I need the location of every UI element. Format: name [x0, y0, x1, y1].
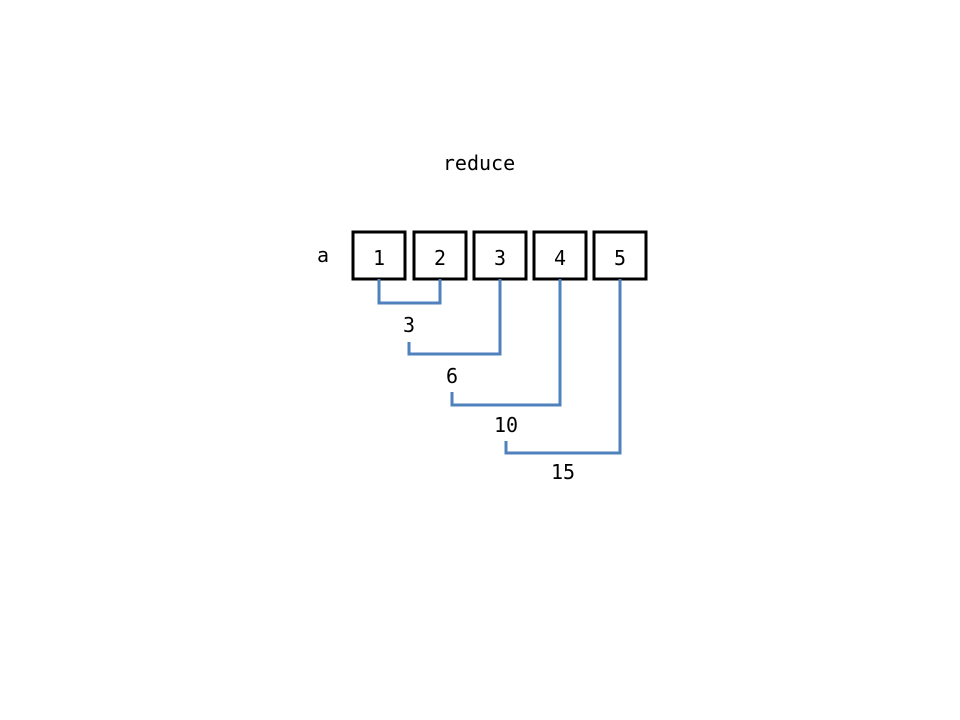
array-cell: 2 — [412, 230, 468, 281]
array-cell: 4 — [532, 230, 588, 281]
diagram-title: reduce — [443, 151, 515, 175]
array-cell: 3 — [472, 230, 528, 281]
partial-sum: 3 — [403, 313, 415, 337]
array-cell-value: 5 — [614, 246, 626, 270]
array-cell-value: 1 — [373, 246, 385, 270]
array-cells: 1 2 3 4 5 — [351, 230, 648, 281]
array-cell: 5 — [592, 230, 648, 281]
array-cell-value: 2 — [434, 246, 446, 270]
array-cell: 1 — [351, 230, 407, 281]
partial-sum: 6 — [446, 364, 458, 388]
array-cell-box — [532, 230, 588, 281]
array-cell-value: 3 — [494, 246, 506, 270]
connector-3-3 — [407, 279, 502, 356]
partial-sum: 10 — [494, 413, 518, 437]
partial-sum: 15 — [551, 460, 575, 484]
array-cell-value: 4 — [554, 246, 566, 270]
connector-6-4 — [450, 279, 562, 407]
connector-1-2 — [377, 279, 442, 305]
partial-sums: 3 6 10 15 — [403, 313, 575, 484]
connector-10-5 — [504, 279, 622, 455]
array-label: a — [317, 243, 329, 267]
reduce-connectors — [377, 279, 622, 455]
